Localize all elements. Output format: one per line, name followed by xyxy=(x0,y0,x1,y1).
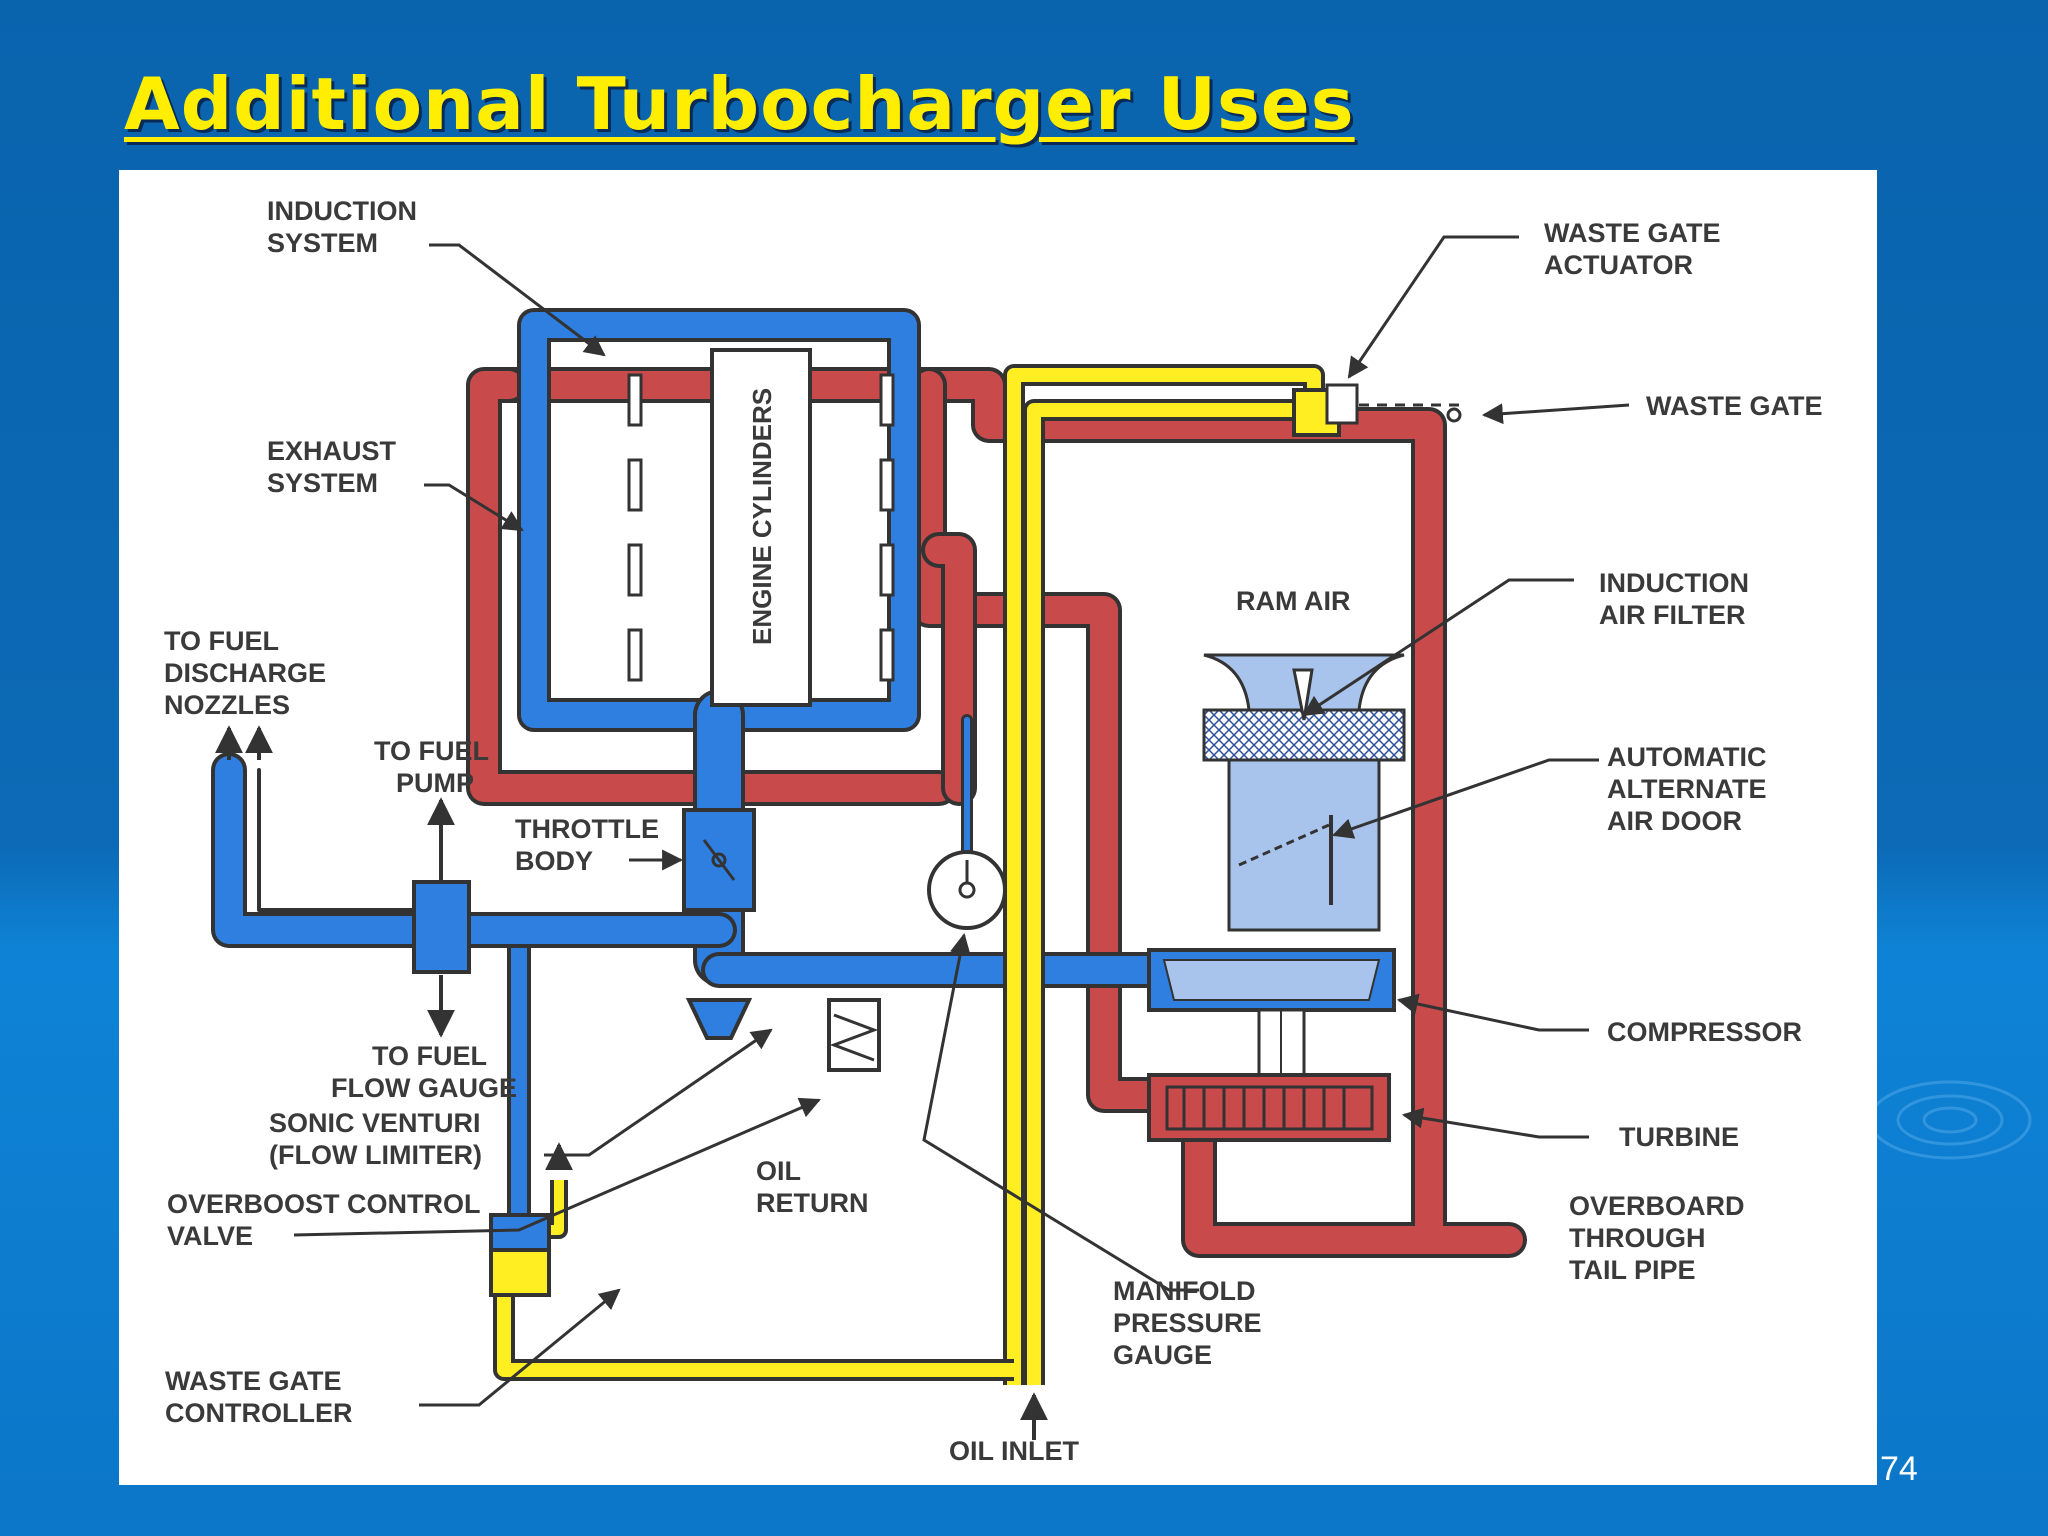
svg-text:WASTE GATE: WASTE GATE xyxy=(1544,218,1721,248)
svg-text:GAUGE: GAUGE xyxy=(1113,1340,1212,1370)
label-to-fuel-discharge-nozzles: TO FUEL DISCHARGE NOZZLES xyxy=(164,626,326,720)
svg-text:SONIC VENTURI: SONIC VENTURI xyxy=(269,1108,481,1138)
svg-text:BODY: BODY xyxy=(515,846,593,876)
svg-text:THROTTLE: THROTTLE xyxy=(515,814,659,844)
svg-text:NOZZLES: NOZZLES xyxy=(164,690,290,720)
svg-text:MANIFOLD: MANIFOLD xyxy=(1113,1276,1255,1306)
label-induction-air-filter: INDUCTION AIR FILTER xyxy=(1599,568,1749,630)
svg-text:EXHAUST: EXHAUST xyxy=(267,436,397,466)
svg-text:RETURN: RETURN xyxy=(756,1188,869,1218)
svg-text:TAIL PIPE: TAIL PIPE xyxy=(1569,1255,1696,1285)
svg-text:ACTUATOR: ACTUATOR xyxy=(1544,250,1693,280)
label-to-fuel-flow-gauge: TO FUEL FLOW GAUGE xyxy=(331,1041,517,1103)
label-waste-gate-actuator: WASTE GATE ACTUATOR xyxy=(1544,218,1721,280)
manifold-pressure-gauge xyxy=(927,850,1007,930)
turbocharger-diagram: ENGINE CYLINDERS xyxy=(164,196,1823,1466)
diagram-panel: ENGINE CYLINDERS xyxy=(119,170,1877,1485)
svg-text:INDUCTION: INDUCTION xyxy=(1599,568,1749,598)
svg-text:PRESSURE: PRESSURE xyxy=(1113,1308,1262,1338)
slide-title: Additional Turbocharger Uses xyxy=(124,62,1355,146)
leader-lines xyxy=(293,235,1630,1407)
label-sonic-venturi: SONIC VENTURI (FLOW LIMITER) xyxy=(269,1108,482,1170)
engine-cylinders-label: ENGINE CYLINDERS xyxy=(747,388,777,645)
svg-text:CONTROLLER: CONTROLLER xyxy=(165,1398,352,1428)
svg-text:OVERBOARD: OVERBOARD xyxy=(1569,1191,1745,1221)
fuel-distribution-valve xyxy=(215,725,471,1038)
label-throttle-body: THROTTLE BODY xyxy=(515,814,659,876)
svg-text:TO FUEL: TO FUEL xyxy=(374,736,489,766)
overboost-control-valve xyxy=(827,998,881,1072)
svg-text:INDUCTION: INDUCTION xyxy=(267,196,417,226)
throttle-body xyxy=(682,808,756,912)
svg-text:OVERBOOST CONTROL: OVERBOOST CONTROL xyxy=(167,1189,481,1219)
svg-text:PUMP: PUMP xyxy=(396,768,474,798)
turbine xyxy=(1147,1073,1391,1142)
label-exhaust-system: EXHAUST SYSTEM xyxy=(267,436,397,498)
label-oil-return: OIL RETURN xyxy=(756,1156,869,1218)
label-ram-air: RAM AIR xyxy=(1236,586,1351,616)
waste-gate-controller xyxy=(489,1213,551,1297)
svg-text:TO FUEL: TO FUEL xyxy=(164,626,279,656)
svg-text:SYSTEM: SYSTEM xyxy=(267,468,378,498)
compressor xyxy=(1147,948,1396,1012)
svg-text:SYSTEM: SYSTEM xyxy=(267,228,378,258)
waste-gate-actuator xyxy=(1292,383,1462,437)
induction-air-filter-housing xyxy=(1202,653,1406,932)
turbocharger-shaft xyxy=(1257,1008,1306,1082)
svg-text:TO FUEL: TO FUEL xyxy=(372,1041,487,1071)
label-oil-inlet: OIL INLET xyxy=(949,1436,1080,1466)
svg-text:ALTERNATE: ALTERNATE xyxy=(1607,774,1766,804)
cylinder-ports xyxy=(627,373,895,682)
svg-text:THROUGH: THROUGH xyxy=(1569,1223,1706,1253)
water-ripple-decoration xyxy=(1868,1080,2032,1160)
label-manifold-pressure-gauge: MANIFOLD PRESSURE GAUGE xyxy=(1113,1276,1262,1370)
svg-text:DISCHARGE: DISCHARGE xyxy=(164,658,326,688)
label-overboard-through-tail-pipe: OVERBOARD THROUGH TAIL PIPE xyxy=(1569,1191,1745,1285)
page-number: 74 xyxy=(1880,1450,1918,1488)
label-waste-gate: WASTE GATE xyxy=(1646,391,1823,421)
sonic-venturi xyxy=(685,998,753,1040)
svg-text:(FLOW LIMITER): (FLOW LIMITER) xyxy=(269,1140,482,1170)
svg-text:WASTE GATE: WASTE GATE xyxy=(165,1366,342,1396)
label-waste-gate-controller: WASTE GATE CONTROLLER xyxy=(165,1366,352,1428)
svg-text:OIL: OIL xyxy=(756,1156,801,1186)
label-to-fuel-pump: TO FUEL PUMP xyxy=(374,736,489,798)
label-automatic-alternate-air-door: AUTOMATIC ALTERNATE AIR DOOR xyxy=(1607,742,1766,836)
svg-text:AIR FILTER: AIR FILTER xyxy=(1599,600,1745,630)
label-induction-system: INDUCTION SYSTEM xyxy=(267,196,417,258)
svg-text:VALVE: VALVE xyxy=(167,1221,253,1251)
engine-cylinders-block xyxy=(710,348,812,707)
label-overboost-control-valve: OVERBOOST CONTROL VALVE xyxy=(167,1189,481,1251)
svg-text:AUTOMATIC: AUTOMATIC xyxy=(1607,742,1766,772)
exhaust-piping xyxy=(466,367,1527,1258)
svg-text:FLOW GAUGE: FLOW GAUGE xyxy=(331,1073,517,1103)
label-turbine: TURBINE xyxy=(1619,1122,1739,1152)
label-compressor: COMPRESSOR xyxy=(1607,1017,1802,1047)
svg-text:AIR DOOR: AIR DOOR xyxy=(1607,806,1742,836)
